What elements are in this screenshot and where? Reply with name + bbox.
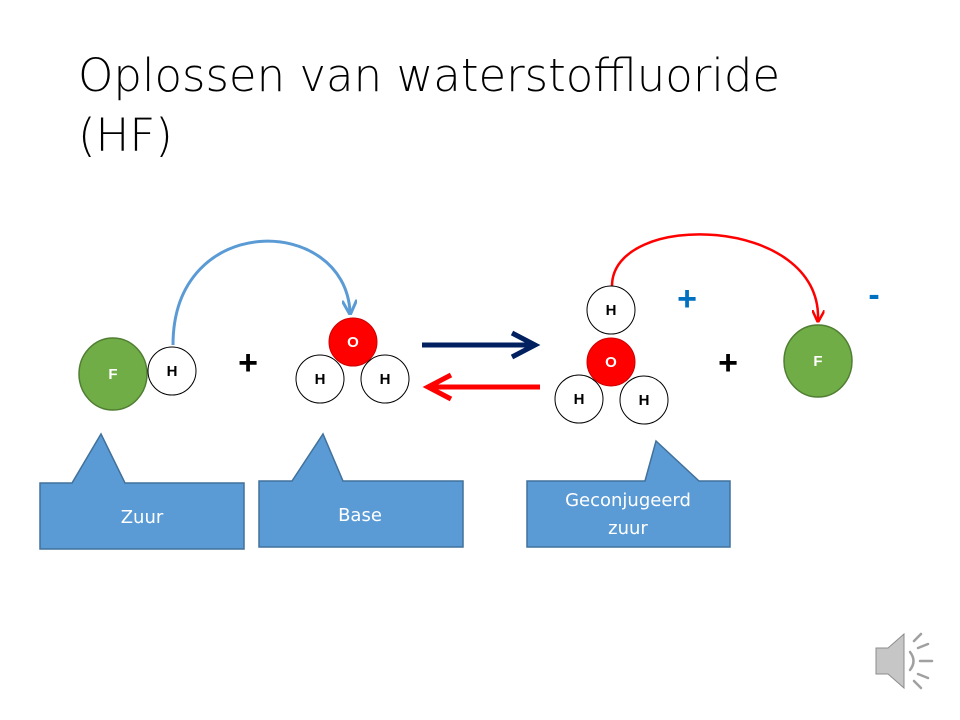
charge-minus: -	[868, 276, 879, 314]
slide-title: Oplossen van waterstoffluoride (HF)	[78, 46, 918, 166]
atom-label: H	[639, 392, 650, 409]
proton-return-arrow	[610, 233, 818, 320]
fluoride-ion: F -	[783, 276, 880, 398]
atom-label: H	[167, 363, 178, 380]
title-line-2: (HF)	[78, 109, 173, 162]
atom-label: F	[813, 353, 822, 370]
base-molecule: O H H	[295, 317, 410, 404]
plus-sign-left: +	[238, 344, 258, 382]
hydronium-ion: H O H H +	[554, 280, 697, 425]
callout-label-conjugate-1: Geconjugeerd	[565, 490, 691, 511]
atom-label: O	[347, 334, 359, 351]
callout-label-base: Base	[338, 505, 382, 526]
plus-sign-right: +	[718, 344, 738, 382]
speaker-icon[interactable]	[875, 632, 934, 690]
atom-oxygen: O	[328, 317, 378, 367]
atom-hydrogen: H	[360, 354, 410, 404]
callout-label-acid: Zuur	[121, 507, 164, 528]
callout-acid: Zuur	[39, 432, 245, 550]
atom-hydrogen: H	[554, 374, 604, 424]
atom-fluorine: F	[783, 324, 853, 398]
atom-fluorine: F	[78, 337, 148, 411]
atom-label: F	[108, 366, 117, 383]
backward-arrow	[422, 372, 540, 402]
callout-conjugate-acid: Geconjugeerd zuur	[526, 439, 731, 548]
acid-molecule: F H	[78, 337, 197, 411]
atom-label: H	[574, 391, 585, 408]
atom-oxygen: O	[586, 337, 636, 387]
atom-hydrogen: H	[619, 375, 669, 425]
forward-arrow	[422, 330, 541, 360]
atom-label: H	[380, 371, 391, 388]
callout-base: Base	[258, 432, 464, 548]
atom-label: O	[605, 354, 617, 371]
atom-label: H	[606, 302, 617, 319]
callout-label-conjugate-2: zuur	[608, 518, 648, 539]
atom-label: H	[315, 371, 326, 388]
atom-hydrogen: H	[586, 285, 636, 335]
atom-hydrogen: H	[295, 354, 345, 404]
title-line-1: Oplossen van waterstoffluoride	[78, 49, 781, 102]
atom-hydrogen: H	[147, 346, 197, 396]
charge-plus: +	[677, 280, 697, 318]
proton-transfer-arrow	[171, 239, 350, 346]
